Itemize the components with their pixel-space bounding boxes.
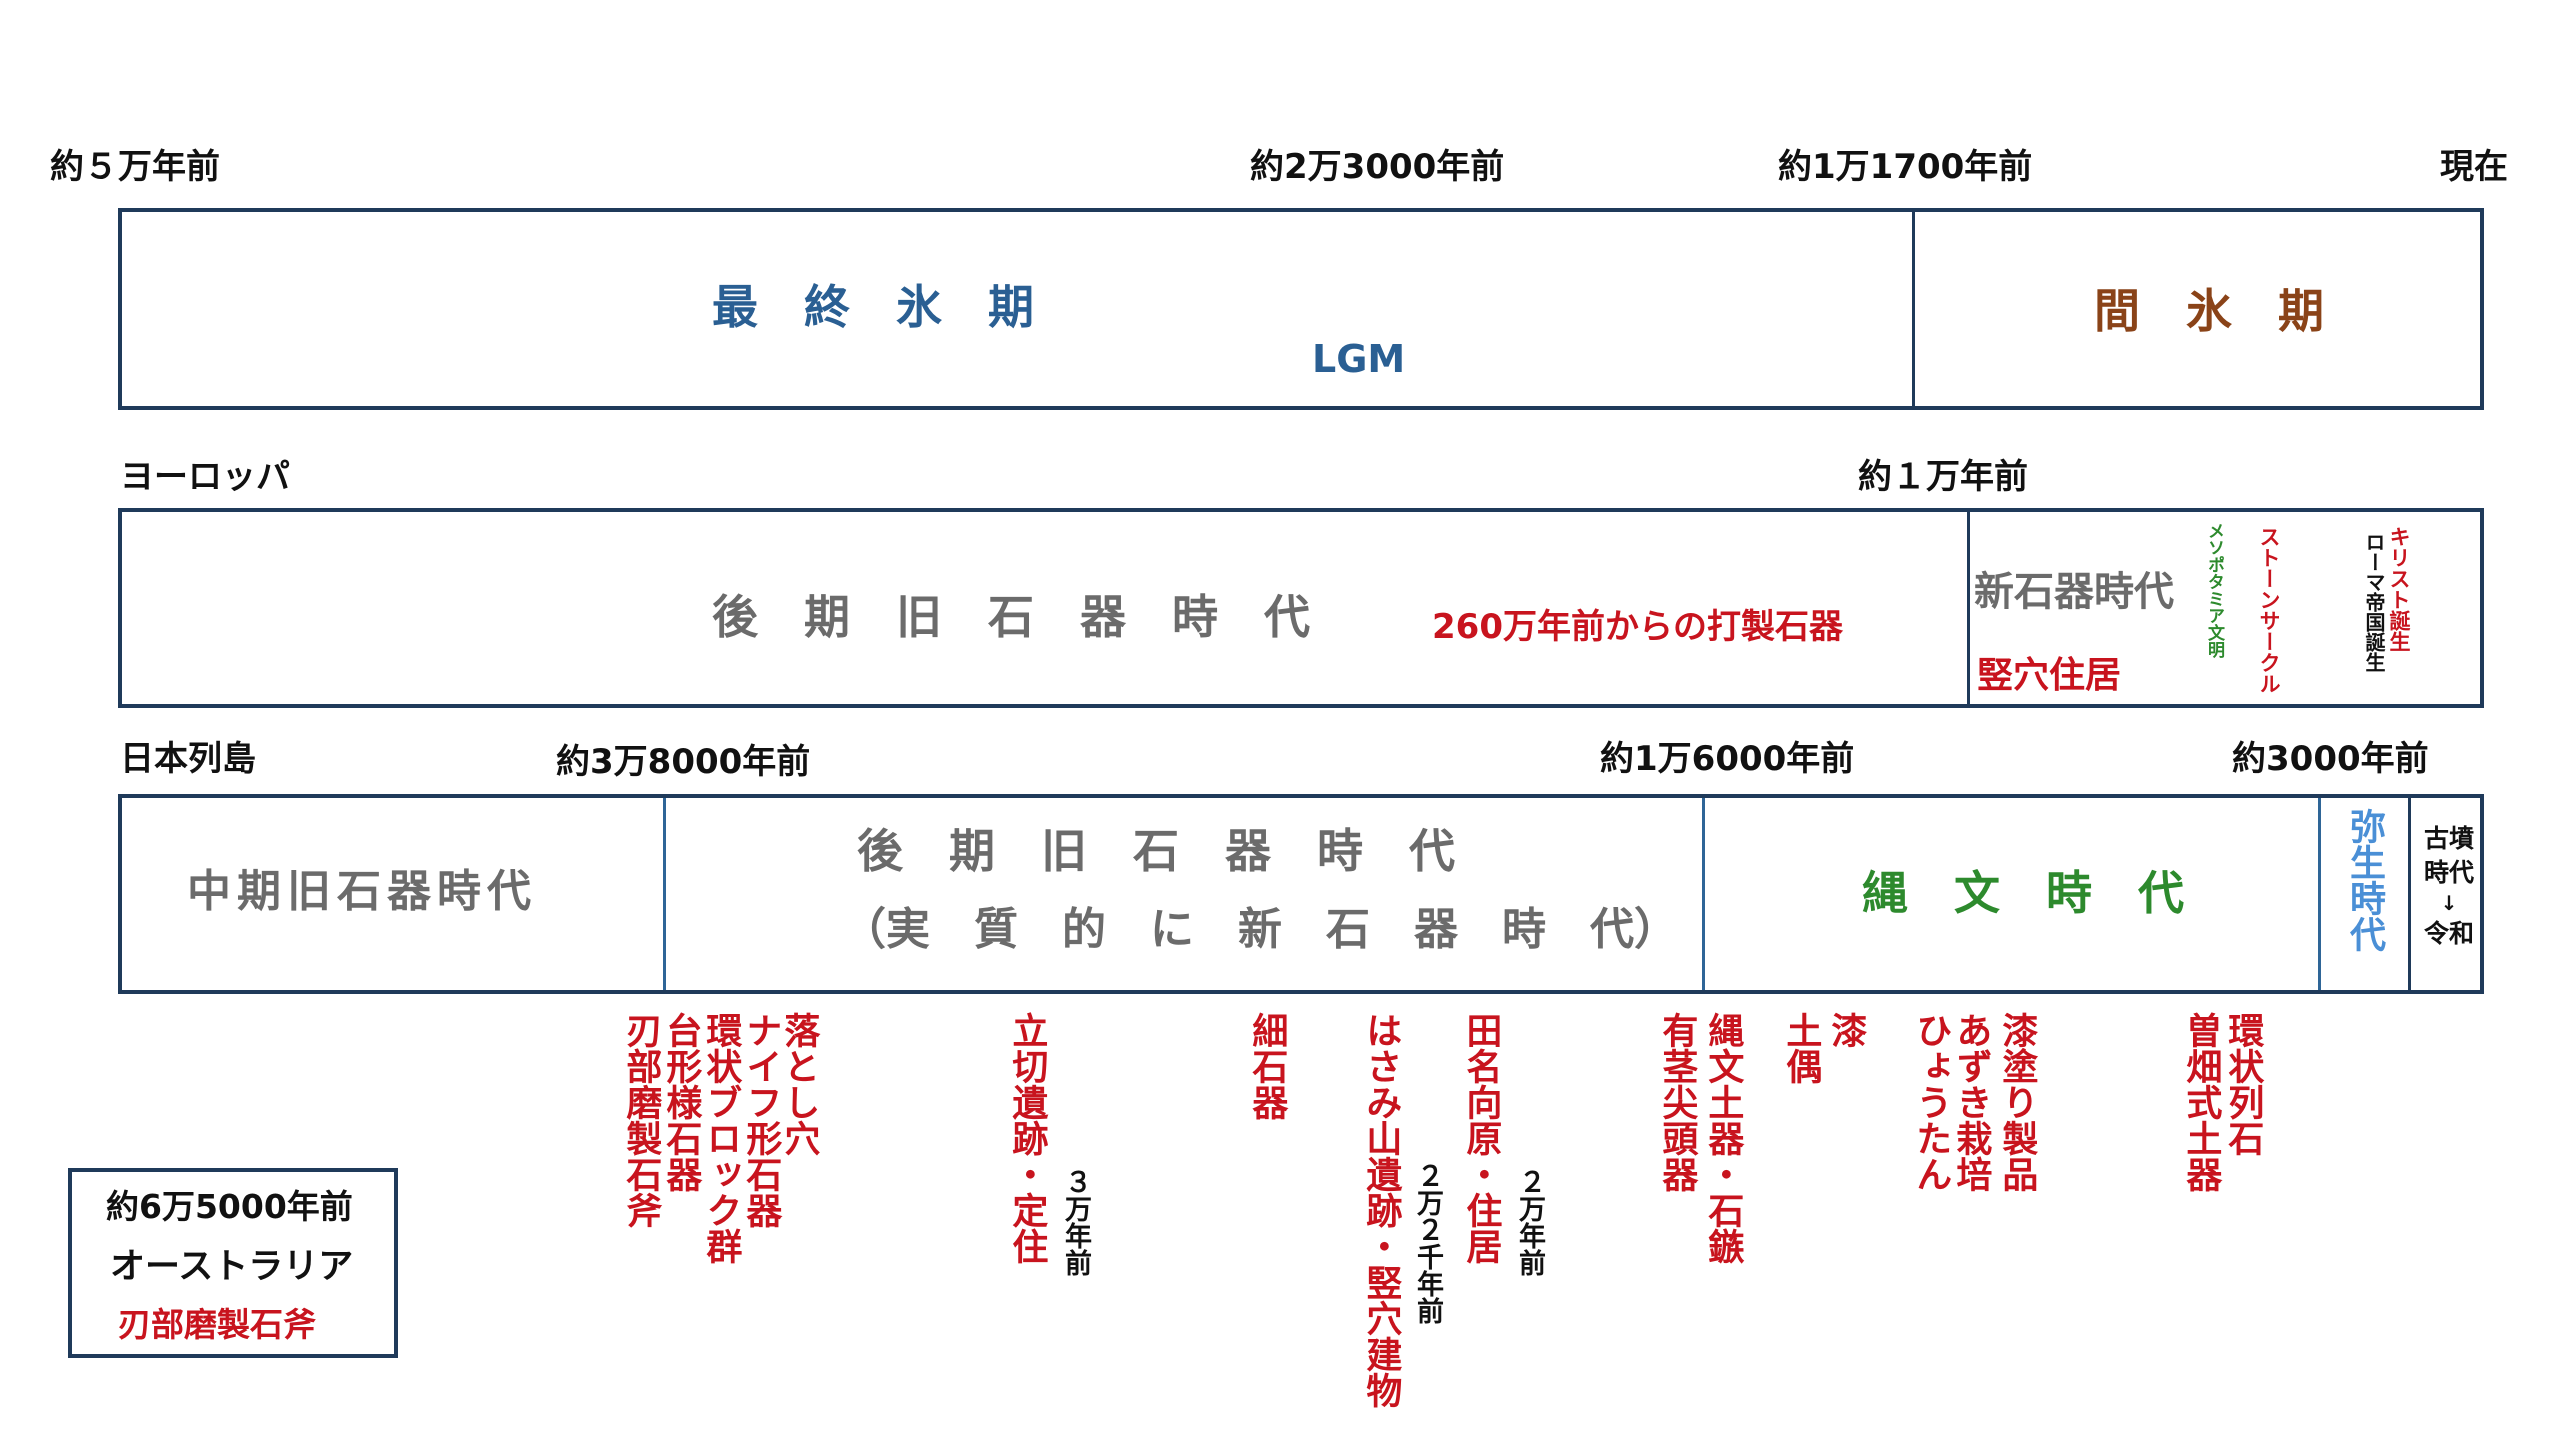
event-gourd: ひょうたん bbox=[1910, 1012, 1952, 1192]
europe-roman-empire: ローマ帝国誕生 bbox=[2362, 532, 2386, 672]
event-ring-block-groups: 環状ブロック群 bbox=[700, 1012, 742, 1264]
arrow-down-icon: ↓ bbox=[2440, 890, 2458, 915]
europe-mesopotamia: メソポタミア文明 bbox=[2204, 522, 2224, 658]
japan-divider-3 bbox=[2318, 798, 2321, 990]
australia-time: 約6万5000年前 bbox=[106, 1187, 353, 1226]
last-glacial-period: 最 終 氷 期 bbox=[712, 280, 1034, 334]
japan-upper-paleolithic-note: （実 質 的 に 新 石 器 時 代） bbox=[842, 904, 1678, 955]
japan-timeline-box: 中期旧石器時代 後 期 旧 石 器 時 代 （実 質 的 に 新 石 器 時 代… bbox=[118, 794, 2484, 994]
event-tachikiri-site: 立切遺跡・定住 bbox=[1006, 1012, 1048, 1264]
event-pitfall-traps: 落とし穴 bbox=[778, 1012, 820, 1156]
japan-divider-4 bbox=[2408, 798, 2411, 990]
event-stone-circle: 環状列石 bbox=[2222, 1012, 2264, 1156]
europe-pit-dwelling: 竪穴住居 bbox=[1977, 655, 2122, 696]
event-tanamukaihara-time: ２万年前 bbox=[1514, 1168, 1545, 1276]
interglacial-period: 間 氷 期 bbox=[2094, 284, 2324, 338]
japan-upper-paleolithic: 後 期 旧 石 器 時 代 bbox=[857, 824, 1455, 878]
event-tanamukaihara: 田名向原・住居 bbox=[1460, 1012, 1502, 1264]
event-knife-shaped-tools: ナイフ形石器 bbox=[740, 1012, 782, 1228]
europe-birth-of-christ: キリスト誕生 bbox=[2387, 526, 2411, 652]
reiwa-label: 令和 bbox=[2423, 918, 2474, 948]
event-lacquer: 漆 bbox=[1825, 1012, 1867, 1048]
japan-time-3000: 約3000年前 bbox=[2232, 739, 2429, 779]
lgm-label: LGM bbox=[1312, 337, 1406, 381]
japan-time-38k: 約3万8000年前 bbox=[556, 742, 811, 782]
event-hasamiyama-site: はさみ山遺跡・竪穴建物 bbox=[1360, 1012, 1402, 1408]
event-azuki-cultivation: あずき栽培 bbox=[1950, 1012, 1992, 1192]
time-label-50k: 約５万年前 bbox=[50, 147, 220, 187]
climate-divider bbox=[1912, 212, 1915, 406]
japan-jomon: 縄 文 時 代 bbox=[1862, 866, 2184, 920]
event-trapezoid-tools: 台形様石器 bbox=[660, 1012, 702, 1192]
event-tachikiri-time: ３万年前 bbox=[1060, 1168, 1091, 1276]
japan-divider-1 bbox=[663, 798, 666, 990]
time-label-23k: 約2万3000年前 bbox=[1250, 147, 1505, 187]
time-label-present: 現在 bbox=[2440, 147, 2508, 187]
kofun-label: 古墳 bbox=[2423, 824, 2474, 853]
europe-neolithic: 新石器時代 bbox=[1974, 569, 2174, 615]
europe-stone-circle: ストーンサークル bbox=[2257, 526, 2281, 694]
event-microliths: 細石器 bbox=[1246, 1012, 1288, 1120]
europe-stone-tools-note: 260万年前からの打製石器 bbox=[1432, 607, 1843, 647]
europe-time-10k: 約１万年前 bbox=[1858, 457, 2028, 497]
event-tanged-points: 有茎尖頭器 bbox=[1656, 1012, 1698, 1192]
europe-upper-paleolithic: 後 期 旧 石 器 時 代 bbox=[712, 590, 1310, 644]
japan-time-16k: 約1万6000年前 bbox=[1600, 739, 1855, 779]
event-sobata-pottery: 曽畑式土器 bbox=[2180, 1012, 2222, 1192]
kofun-period-label: 時代 bbox=[2423, 857, 2474, 887]
region-europe: ヨーロッパ bbox=[120, 457, 290, 497]
japan-yayoi: 弥生時代 bbox=[2344, 808, 2385, 952]
event-lacquerware: 漆塗り製品 bbox=[1996, 1012, 2038, 1192]
australia-edge-ground-axe: 刃部磨製石斧 bbox=[118, 1305, 316, 1344]
event-jomon-pottery: 縄文土器・石鏃 bbox=[1702, 1012, 1744, 1264]
japan-middle-paleolithic: 中期旧石器時代 bbox=[187, 866, 537, 917]
event-edge-ground-axe: 刃部磨製石斧 bbox=[620, 1012, 662, 1228]
australia-label: オーストラリア bbox=[110, 1247, 354, 1287]
europe-timeline-box: 後 期 旧 石 器 時 代 260万年前からの打製石器 新石器時代 竪穴住居 メ… bbox=[118, 508, 2484, 708]
japan-kofun-to-reiwa: 古墳 時代 ↓ 令和 bbox=[2414, 822, 2484, 950]
time-label-11700: 約1万1700年前 bbox=[1778, 147, 2033, 187]
japan-divider-2 bbox=[1702, 798, 1705, 990]
event-dogu: 土偶 bbox=[1780, 1012, 1822, 1084]
climate-period-box: 最 終 氷 期 LGM 間 氷 期 bbox=[118, 208, 2484, 410]
region-japan: 日本列島 bbox=[120, 739, 256, 779]
australia-box: 約6万5000年前 オーストラリア 刃部磨製石斧 bbox=[68, 1168, 398, 1358]
event-hasamiyama-time: ２万２千年前 bbox=[1412, 1162, 1443, 1324]
europe-divider bbox=[1967, 512, 1970, 704]
